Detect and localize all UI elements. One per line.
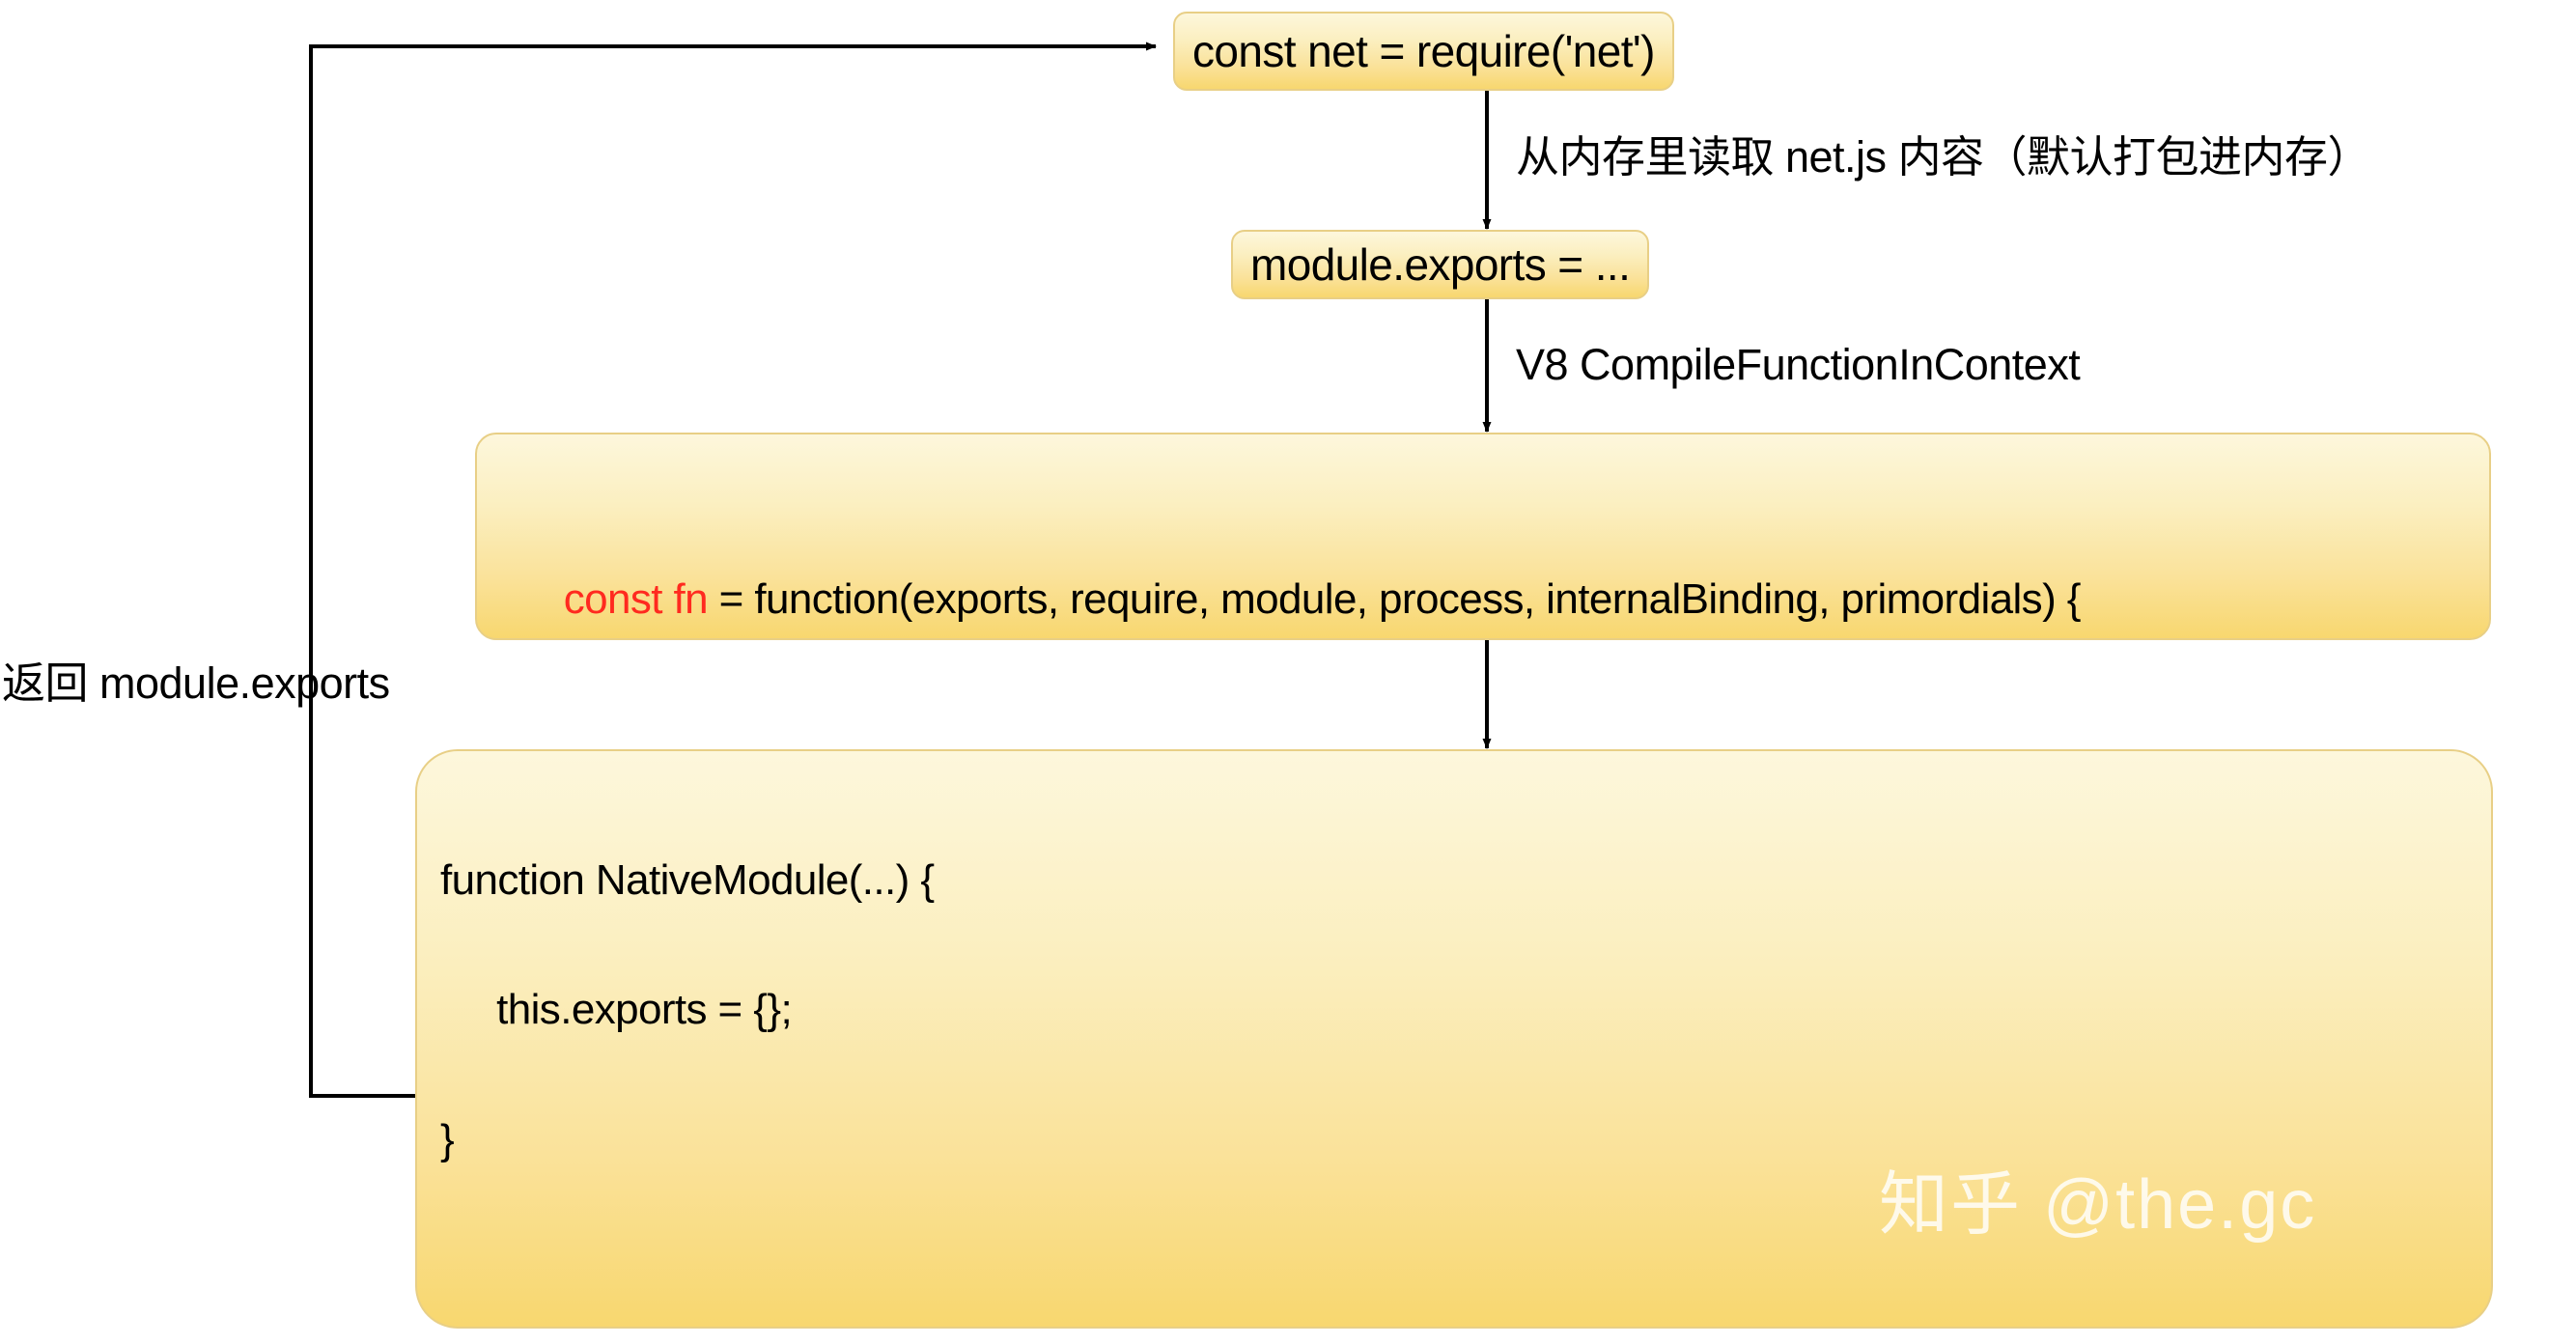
native-module-spacer-1 bbox=[440, 1249, 2468, 1323]
compiled-function-line-1: const fn = function(exports, require, mo… bbox=[496, 535, 2470, 665]
annotation-v8-compile: V8 CompileFunctionInContext bbox=[1516, 340, 2081, 389]
annotation-read-from-memory: 从内存里读取 net.js 内容（默认打包进内存） bbox=[1516, 132, 2371, 182]
node-compiled-function[interactable]: const fn = function(exports, require, mo… bbox=[475, 433, 2491, 924]
node-require-call[interactable]: const net = require('net') bbox=[1173, 12, 1674, 91]
node-module-exports-text: module.exports = ... bbox=[1250, 239, 1631, 290]
node-native-module[interactable]: function NativeModule(...) { this.export… bbox=[415, 749, 2493, 1329]
node-module-exports[interactable]: module.exports = ... bbox=[1231, 230, 1650, 299]
compiled-function-signature: = function(exports, require, module, pro… bbox=[708, 574, 2082, 623]
node-require-call-text: const net = require('net') bbox=[1192, 26, 1655, 76]
annotation-return-module-exports: 返回 module.exports bbox=[2, 658, 390, 708]
native-module-line-1: function NativeModule(...) { bbox=[440, 855, 935, 904]
connector-return-module-exports bbox=[309, 42, 1157, 1098]
compiled-function-keyword: const fn bbox=[563, 574, 709, 623]
native-module-line-3: } bbox=[440, 1116, 455, 1163]
native-module-line-2: this.exports = {}; bbox=[440, 986, 793, 1034]
